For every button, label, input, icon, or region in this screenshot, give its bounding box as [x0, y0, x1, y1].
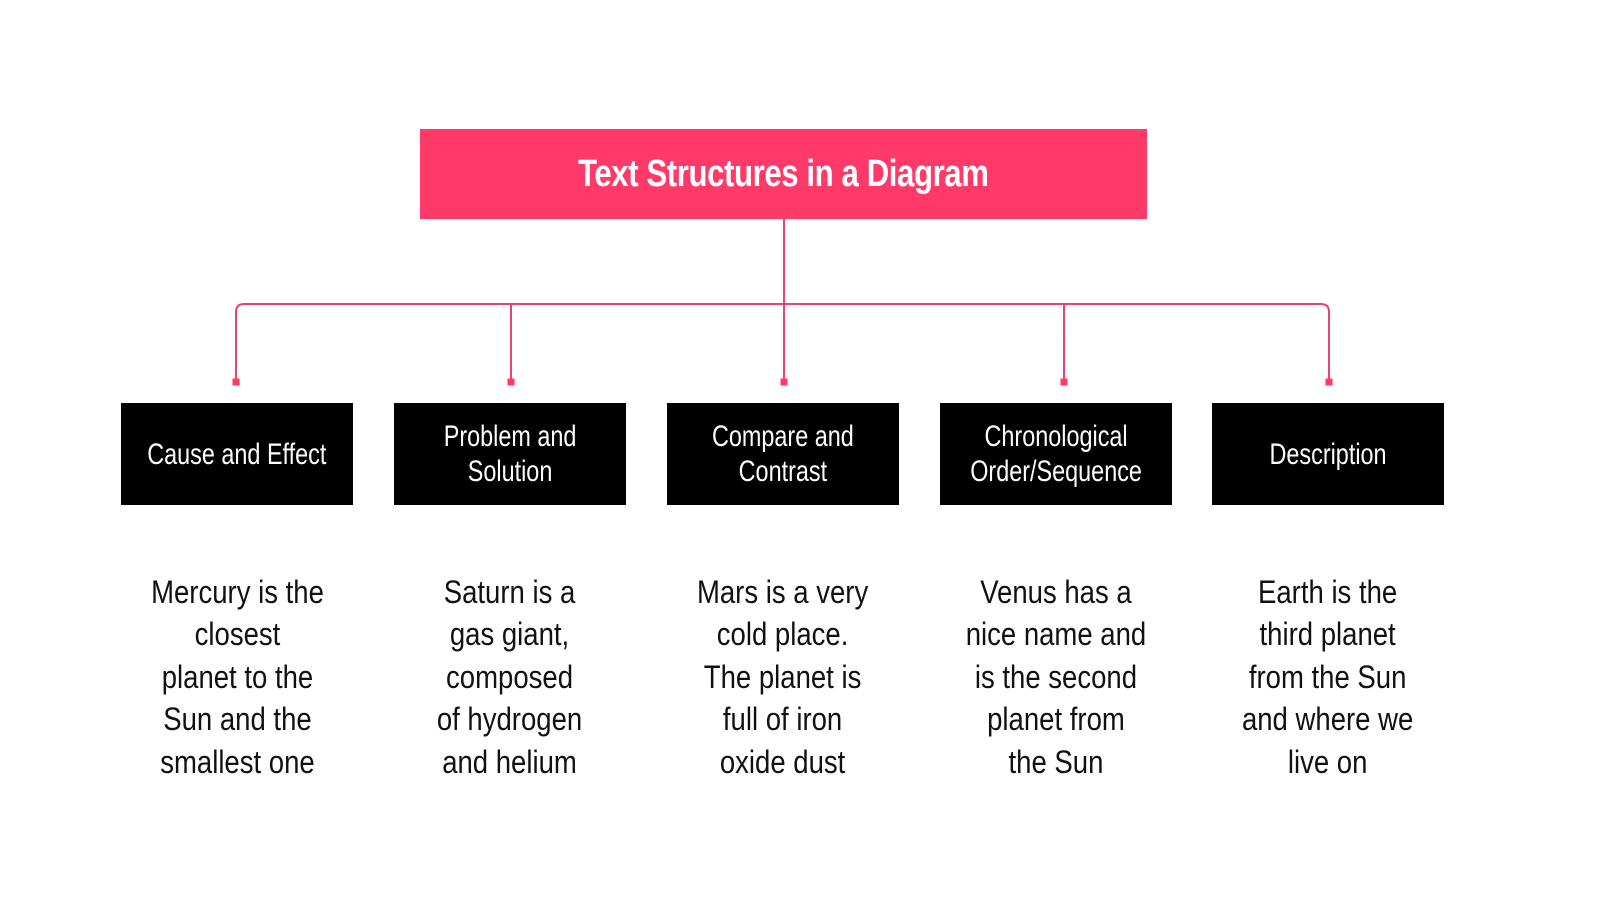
description-text: Earth is the third planet from the Sun a… [1242, 573, 1414, 780]
category-box-cause-and-effect: Cause and Effect [121, 403, 353, 505]
description-description: Earth is the third planet from the Sun a… [1212, 528, 1444, 783]
terminator-square-5 [1325, 378, 1333, 386]
category-label: Problem and Solution [443, 420, 577, 488]
description-chronological-order: Venus has a nice name and is the second … [940, 528, 1172, 783]
description-text: Mercury is the closest planet to the Sun… [150, 573, 324, 780]
category-label: Compare and Contrast [712, 420, 854, 488]
description-text: Mars is a very cold place. The planet is… [697, 573, 869, 780]
description-text: Venus has a nice name and is the second … [965, 573, 1147, 780]
diagram-title: Text Structures in a Diagram [578, 152, 989, 195]
diagram-title-box: Text Structures in a Diagram [420, 129, 1147, 219]
category-label: Chronological Order/Sequence [970, 420, 1142, 488]
terminator-square-2 [507, 378, 515, 386]
category-box-compare-and-contrast: Compare and Contrast [667, 403, 899, 505]
description-compare-and-contrast: Mars is a very cold place. The planet is… [667, 528, 899, 783]
terminator-square-1 [232, 378, 240, 386]
bus-connector [235, 303, 1330, 381]
terminator-square-3 [780, 378, 788, 386]
description-problem-and-solution: Saturn is a gas giant, composed of hydro… [394, 528, 626, 783]
description-cause-and-effect: Mercury is the closest planet to the Sun… [121, 528, 353, 783]
category-box-chronological-order: Chronological Order/Sequence [940, 403, 1172, 505]
category-box-description: Description [1212, 403, 1444, 505]
category-label: Description [1269, 437, 1387, 471]
category-label: Cause and Effect [147, 437, 327, 471]
terminator-square-4 [1060, 378, 1068, 386]
category-box-problem-and-solution: Problem and Solution [394, 403, 626, 505]
description-text: Saturn is a gas giant, composed of hydro… [437, 573, 583, 780]
